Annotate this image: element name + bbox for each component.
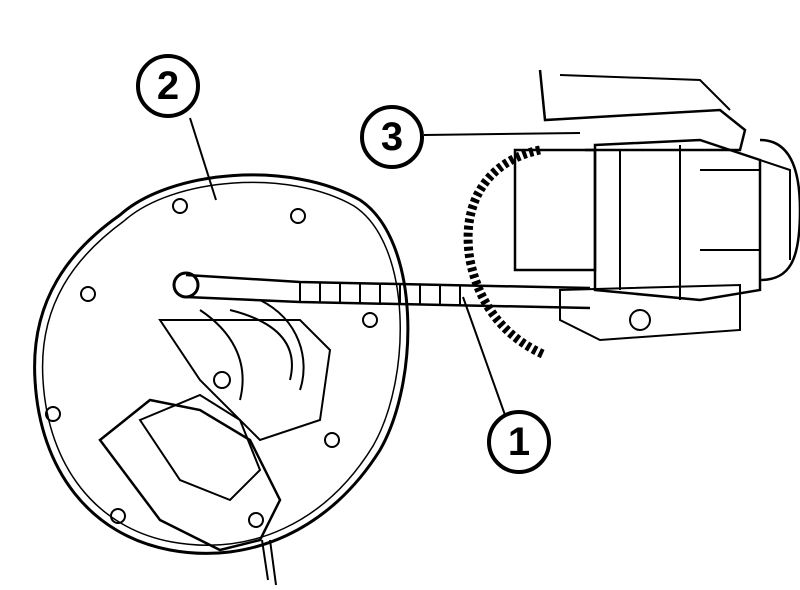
callout-1: 1 bbox=[487, 410, 551, 474]
connector-block bbox=[98, 299, 332, 586]
pump-assembly bbox=[513, 69, 800, 342]
leader-line-2 bbox=[189, 117, 217, 201]
leader-line-3 bbox=[423, 132, 581, 136]
callout-label: 3 bbox=[380, 114, 404, 159]
flange-plate bbox=[33, 173, 410, 555]
fuel-hose bbox=[172, 271, 591, 310]
callout-2: 2 bbox=[136, 54, 200, 118]
leader-line-1 bbox=[462, 296, 506, 416]
callout-3: 3 bbox=[360, 105, 424, 169]
coiled-wire bbox=[463, 145, 547, 360]
callout-label: 1 bbox=[507, 419, 531, 464]
callout-label: 2 bbox=[156, 63, 180, 108]
